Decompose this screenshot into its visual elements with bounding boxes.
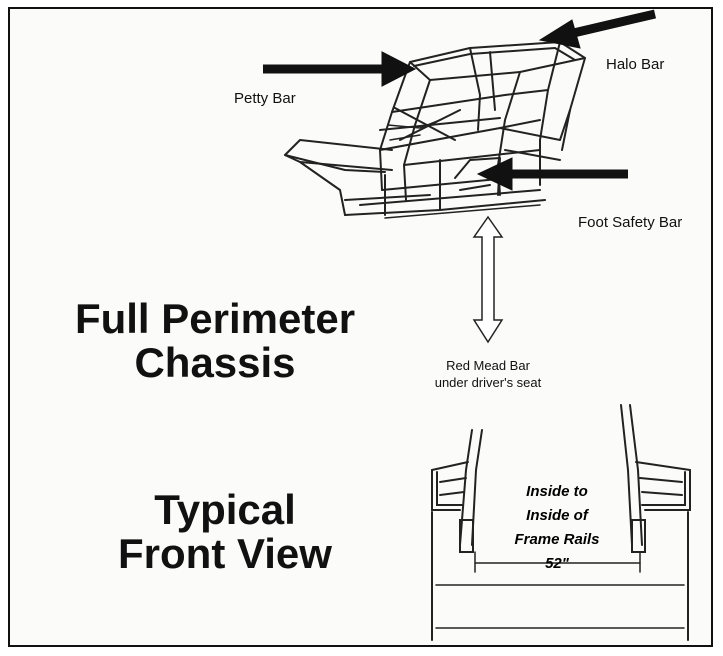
halo-bar-label: Halo Bar (606, 56, 665, 73)
main-title-line2: Chassis (134, 339, 296, 386)
sub-title-line2: Front View (118, 530, 332, 577)
measurement-line3: Frame Rails (514, 531, 600, 548)
sub-title-line1: Typical (154, 486, 296, 533)
red-mead-bar-label: Red Mead Bar under driver's seat (423, 357, 553, 391)
frame-rail-measurement-note: Inside to Inside of Frame Rails 52" (478, 480, 636, 576)
petty-bar-label: Petty Bar (234, 90, 296, 107)
red-mead-double-arrow (472, 215, 504, 344)
document-frame (8, 7, 713, 647)
red-mead-line2: under driver's seat (434, 375, 542, 390)
sub-title: Typical Front View (60, 488, 390, 576)
foot-safety-bar-label: Foot Safety Bar (578, 214, 683, 231)
main-title-line1: Full Perimeter (74, 295, 356, 342)
measurement-line2: Inside of (526, 507, 588, 524)
foot-safety-bar-arrow (476, 157, 628, 191)
main-title: Full Perimeter Chassis (20, 297, 410, 385)
red-mead-line1: Red Mead Bar (446, 358, 530, 373)
chassis-sketch (284, 41, 586, 219)
petty-bar-arrow (263, 51, 417, 87)
front-view-diagram (431, 404, 691, 641)
measurement-line1: Inside to (526, 483, 588, 500)
halo-bar-arrow (538, 9, 657, 49)
measurement-value: 52" (545, 555, 569, 572)
